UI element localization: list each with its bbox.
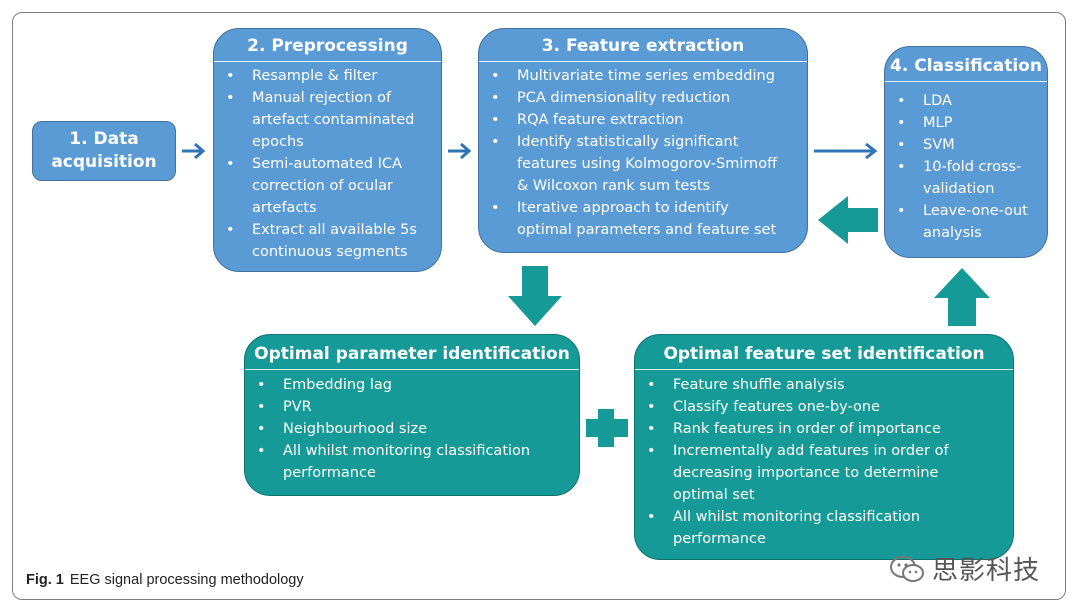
arrow-class-to-feat [818,196,878,244]
list-item: Iterative approach to identify optimal p… [479,197,807,241]
list-item: SVM [885,134,1047,156]
optimal-feature-set-list: Feature shuffle analysis Classify featur… [635,370,1013,550]
box-data-acquisition: 1. Data acquisition [32,121,176,181]
figure-caption: Fig. 1 EEG signal processing methodology [26,572,304,588]
list-item: All whilst monitoring classification per… [635,506,1013,550]
arrow-preproc-to-feat [448,142,472,160]
box-data-acquisition-title: 1. Data acquisition [51,129,157,172]
list-item: Neighbourhood size [245,418,579,440]
box-preprocessing-title: 2. Preprocessing [214,35,441,62]
classification-list: LDA MLP SVM 10-fold cross- validation Le… [885,82,1047,244]
list-item: Manual rejection of artefact contaminate… [214,87,441,153]
watermark-text: 思影科技 [932,556,1041,586]
wechat-icon [890,555,924,582]
plus-icon [586,409,628,447]
list-item: Embedding lag [245,374,579,396]
box-preprocessing: 2. Preprocessing Resample & filter Manua… [213,28,442,272]
optimal-parameter-list: Embedding lag PVR Neighbourhood size All… [245,370,579,484]
list-item: Identify statistically significant featu… [479,131,807,197]
box-classification: 4. Classification LDA MLP SVM 10-fold cr… [884,46,1048,258]
list-item: Resample & filter [214,65,441,87]
box-optimal-parameter: Optimal parameter identification Embeddi… [244,334,580,496]
list-item: Rank features in order of importance [635,418,1013,440]
feature-extraction-list: Multivariate time series embedding PCA d… [479,62,807,241]
arrow-acq-to-preproc [182,142,206,160]
list-item: MLP [885,112,1047,134]
list-item: RQA feature extraction [479,109,807,131]
box-optimal-feature-set-title: Optimal feature set identification [635,343,1013,370]
list-item: All whilst monitoring classification per… [245,440,579,484]
list-item: PCA dimensionality reduction [479,87,807,109]
arrow-feat-to-optparam [508,266,562,326]
list-item: 10-fold cross- validation [885,156,1047,200]
box-optimal-feature-set: Optimal feature set identification Featu… [634,334,1014,560]
list-item: Classify features one-by-one [635,396,1013,418]
box-optimal-parameter-title: Optimal parameter identification [245,343,579,370]
caption-text: EEG signal processing methodology [69,572,304,588]
box-classification-title: 4. Classification [885,55,1047,82]
list-item: Feature shuffle analysis [635,374,1013,396]
watermark: 思影科技 [888,550,1040,587]
caption-label: Fig. 1 [26,572,64,588]
list-item: Extract all available 5s continuous segm… [214,219,441,263]
preprocessing-list: Resample & filter Manual rejection of ar… [214,62,441,263]
list-item: LDA [885,90,1047,112]
list-item: Leave-one-out analysis [885,200,1047,244]
arrow-optfeat-to-class [934,268,990,326]
box-feature-extraction-title: 3. Feature extraction [479,35,807,62]
list-item: PVR [245,396,579,418]
arrow-feat-to-class [814,142,878,160]
list-item: Semi-automated ICA correction of ocular … [214,153,441,219]
list-item: Multivariate time series embedding [479,65,807,87]
list-item: Incrementally add features in order of d… [635,440,1013,506]
box-feature-extraction: 3. Feature extraction Multivariate time … [478,28,808,253]
